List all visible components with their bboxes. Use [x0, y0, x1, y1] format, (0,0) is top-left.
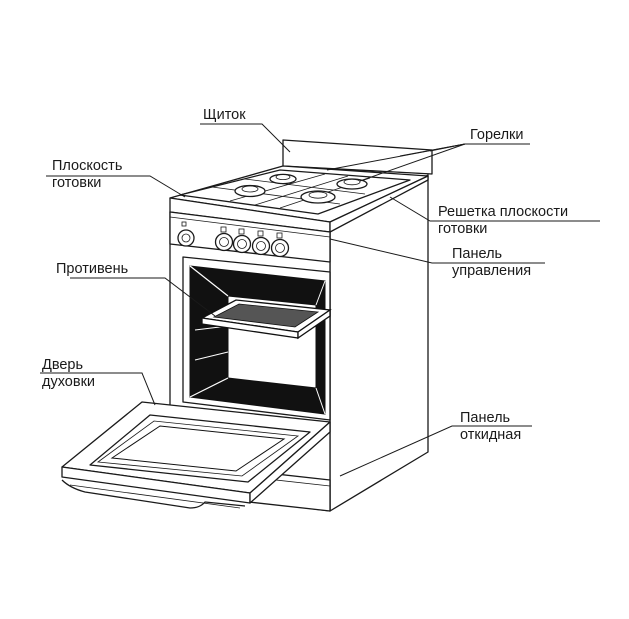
- knob-2: [232, 234, 252, 254]
- label-control-panel-line1: Панель: [452, 246, 503, 262]
- label-cooking-surface-line2: готовки: [52, 175, 102, 191]
- label-burners: Горелки: [470, 127, 524, 143]
- label-cooktop-grate: Решетка плоскости готовки: [438, 204, 568, 238]
- knob-3: [251, 236, 271, 256]
- knob-1: [214, 232, 234, 252]
- oven-door: [61, 401, 331, 509]
- control-knobs: [177, 221, 290, 258]
- control-panel: [169, 211, 331, 263]
- stove-side-panel: [329, 174, 429, 512]
- label-bottom-flap-line2: откидная: [460, 427, 522, 443]
- label-control-panel: Панель управления: [452, 246, 531, 280]
- label-oven-door-line2: духовки: [42, 374, 96, 390]
- leader-lines: [40, 123, 600, 477]
- label-oven-door-line1: Дверь: [42, 357, 84, 373]
- label-bottom-flap-line1: Панель: [460, 410, 511, 426]
- label-cooking-surface-line1: Плоскость: [52, 158, 123, 174]
- burners: [234, 173, 368, 204]
- baking-tray: [199, 299, 332, 340]
- label-cooktop-grate-line2: готовки: [438, 221, 488, 237]
- label-baking-tray: Противень: [56, 261, 129, 277]
- label-oven-door: Дверь духовки: [42, 357, 95, 391]
- label-cooktop-grate-line1: Решетка плоскости: [438, 204, 569, 220]
- label-shield: Щиток: [203, 107, 246, 123]
- knob-4: [270, 238, 290, 258]
- label-bottom-flap: Панель откидная: [460, 410, 521, 444]
- label-cooking-surface: Плоскость готовки: [52, 158, 122, 192]
- label-control-panel-line2: управления: [452, 263, 532, 279]
